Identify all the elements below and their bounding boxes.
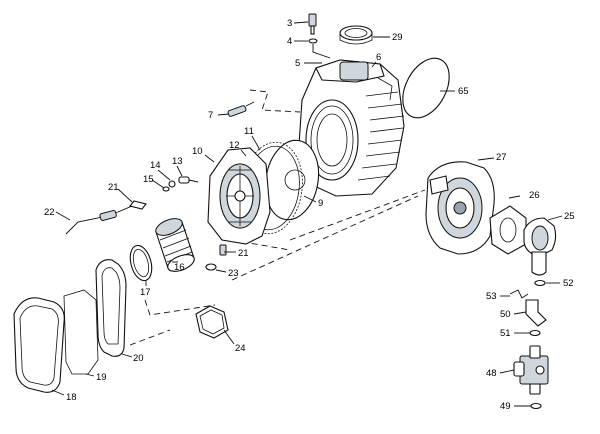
callout-4: 4 [287,36,292,47]
part-5-pin [312,44,331,59]
callout-14: 14 [150,160,161,171]
part-22-ignition-lead [65,205,133,235]
callout-labels: 3 4 29 6 5 65 7 11 12 10 14 13 15 21 22 … [44,18,575,412]
part-24-gasket [195,305,229,339]
callout-26: 26 [529,190,540,201]
callout-17: 17 [140,287,151,298]
part-48-gas-valve [513,345,549,395]
callout-50: 50 [500,309,511,320]
part-51-washer [529,329,541,337]
callout-18: 18 [66,392,77,403]
callout-65: 65 [458,86,469,97]
callout-21-upper: 21 [108,182,119,193]
callout-16: 16 [174,262,185,273]
callout-19: 19 [96,372,107,383]
callout-23: 23 [228,268,239,279]
callout-29: 29 [392,32,403,43]
callout-15: 15 [143,174,154,185]
part-14-nut [168,180,176,188]
callout-25: 25 [564,211,575,222]
part-19-gasket [63,289,99,375]
callout-10: 10 [192,146,203,157]
part-20-seal-frame [95,259,127,357]
part-10-burner-door [207,147,271,245]
part-13-electrode [178,176,199,184]
callout-13: 13 [172,156,183,167]
part-23-screw [205,263,217,271]
callout-27: 27 [496,152,507,163]
part-50-elbow [525,299,547,327]
part-6-heat-exchanger [297,59,405,197]
part-16-burner [155,218,195,272]
part-9-gasket [264,139,320,221]
part-53-clip [509,289,529,299]
callout-11: 11 [244,126,254,137]
callout-3: 3 [287,18,292,29]
part-29-ring [339,25,373,45]
callout-24: 24 [235,343,246,354]
part-49-washer [530,402,542,410]
callout-53: 53 [486,291,497,302]
callout-20: 20 [133,353,144,364]
callout-22: 22 [44,207,55,218]
part-21-clip-lower [219,244,227,256]
callout-5: 5 [295,58,300,69]
callout-51: 51 [500,328,511,339]
callout-12: 12 [229,140,240,151]
part-65-gasket [402,57,450,119]
part-4-washer [308,38,318,44]
part-7-sensor [227,101,255,117]
part-15-washer [162,186,170,192]
leader-lines [51,21,563,407]
part-18-front-cover [13,297,65,393]
callout-52: 52 [563,278,574,289]
part-52-washer [534,279,546,287]
callout-7: 7 [208,110,213,121]
callout-48: 48 [486,368,497,379]
callout-21-lower: 21 [238,248,249,259]
part-26-gasket [489,205,527,255]
callout-6: 6 [376,52,381,63]
part-21-clip-upper [129,200,147,210]
callout-49: 49 [500,401,511,412]
part-25-venturi [523,217,557,276]
part-27-fan [425,161,495,255]
part-3-vent-valve [308,13,317,35]
part-17-o-ring [129,244,153,282]
callout-9: 9 [318,198,323,209]
